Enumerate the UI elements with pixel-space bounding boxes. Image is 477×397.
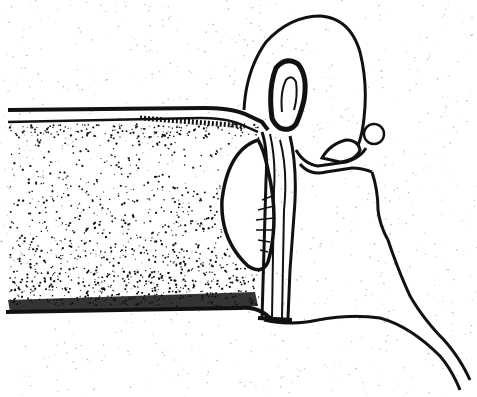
upper-lobe <box>271 61 305 130</box>
vertical-duct-right <box>288 136 295 318</box>
vertical-duct-inner-right <box>280 140 285 318</box>
right-body-contour <box>372 172 470 380</box>
small-round-knob <box>364 124 384 144</box>
small-appendage <box>322 140 360 162</box>
base-duct-bottom <box>258 318 292 320</box>
